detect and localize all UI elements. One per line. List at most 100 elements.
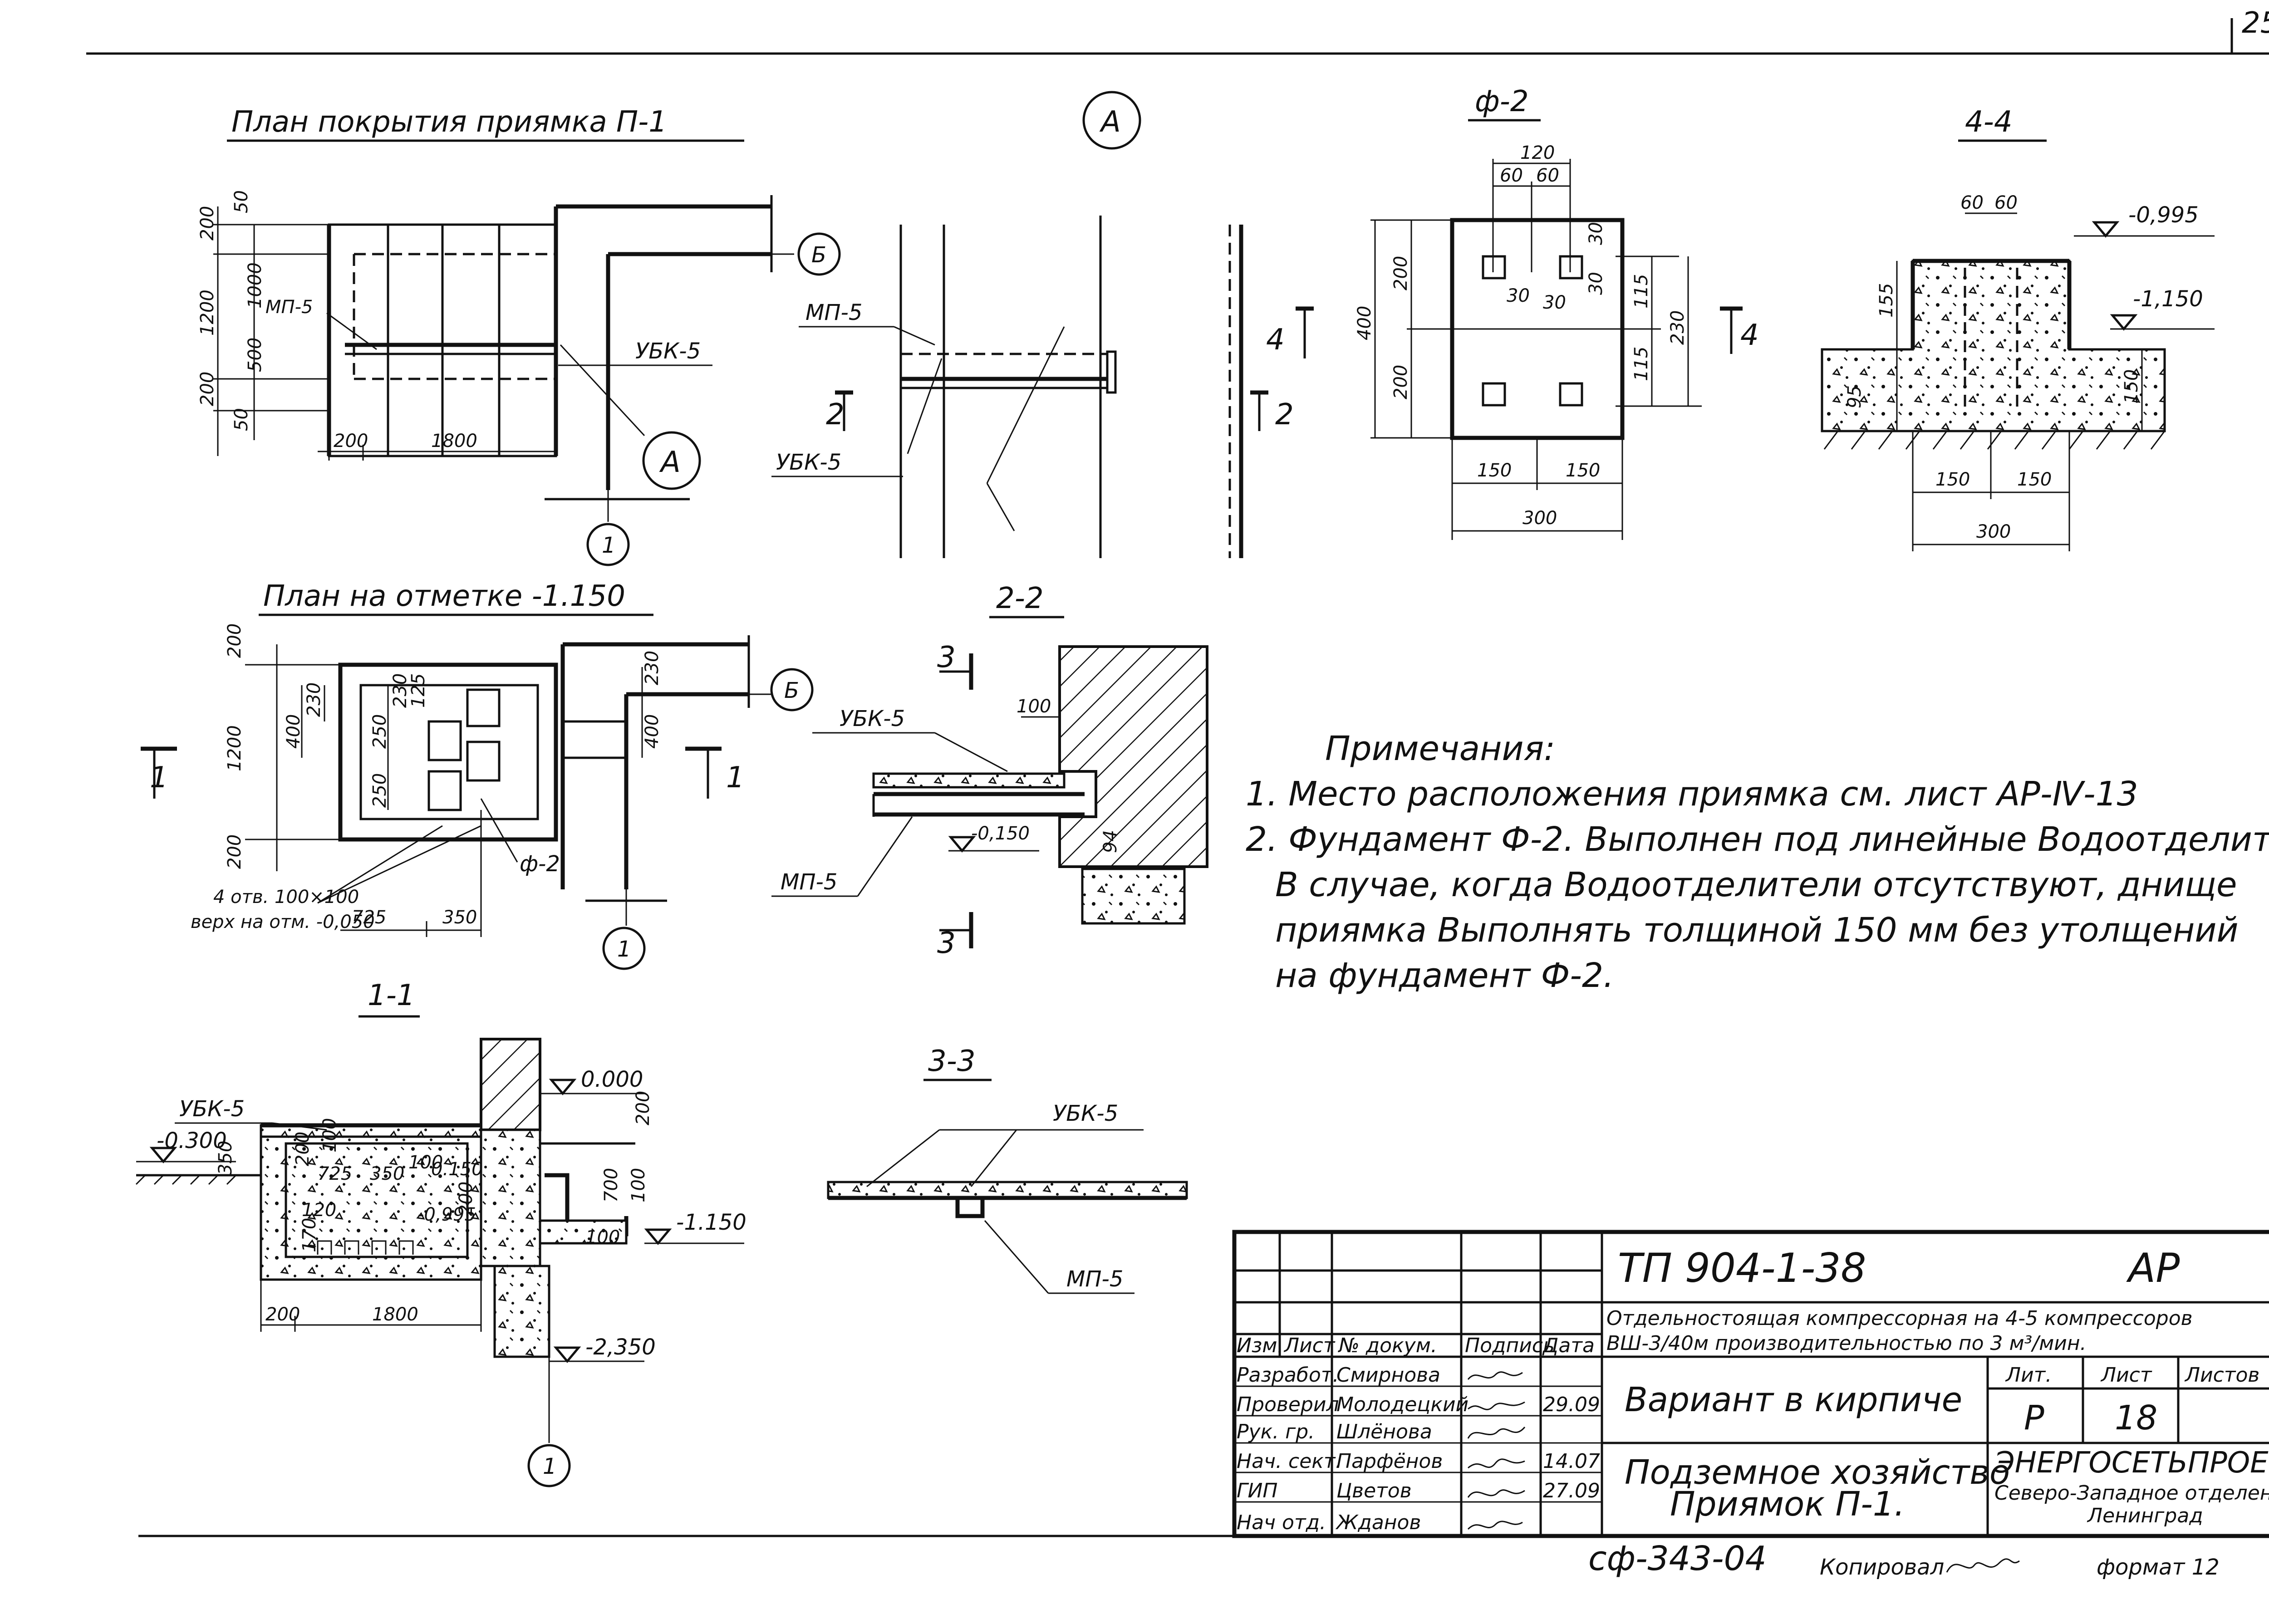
title-block: Изм. Лист № докум. Подпись Дата Разработ… [1232,1230,2269,1538]
footer-format: формат 12 [2097,1555,2220,1580]
stamp-name-4: Цветов [1336,1479,1412,1502]
f2-dim-115a: 115 [1631,274,1652,309]
sec44-dim-150a: 150 [1935,469,1970,490]
plan-1150-dim-250a: 250 [369,714,390,749]
notes-line-3: В случае, когда Водоотделители отсутству… [1275,865,2237,904]
stamp-col-sign: Подпись [1465,1334,1555,1357]
plan-roof-dim-200-top: 200 [197,206,218,240]
section-2-2-view: 2-2 УБК-5 МП-5 100 94 -0,150 3 3 [771,582,1208,960]
sec44-dim-155: 155 [1876,283,1897,318]
plan-1150-dim-725: 725 [352,907,386,928]
section-1-1-view: 1-1 УБК-5 -0.300 0.000 0.150 -0,995 -1.1… [135,979,747,1487]
sec11-dim-100c: 100 [628,1168,649,1202]
sec11-dim-700: 700 [601,1168,622,1202]
plan-1150-cut1-left: 1 [150,761,168,795]
stamp-role-5: Нач отд. [1237,1511,1326,1534]
detail-a-cut4: 4 [1266,323,1285,357]
plan-roof-dim-500: 500 [245,338,265,372]
stamp-date-3: 14.07 [1543,1450,1600,1473]
signature-5 [1467,1521,1523,1530]
stamp-list-value: 18 [2115,1398,2157,1438]
sec33-title: 3-3 [928,1045,976,1078]
sec11-elev-300: -0.300 [157,1128,227,1153]
stamp-role-2: Рук. гр. [1237,1420,1315,1443]
plan-1150-axis-b: Б [784,678,799,703]
sec11-dim-200d: 200 [265,1304,300,1325]
plan-roof-label-mp5: МП-5 [265,297,313,318]
sec44-elev-top: -0,995 [2128,202,2199,228]
sec33-label-mp5: МП-5 [1066,1266,1123,1292]
plan-1150-dim-1200: 1200 [224,725,245,771]
stamp-org-3: Ленинград [2087,1504,2203,1527]
stamp-lit-label: Лит. [2005,1364,2052,1387]
sec11-elev-2350: -2,350 [585,1335,656,1360]
notes-line-1: 1. Место расположения приямка см. лист А… [1246,775,2138,814]
plan-roof-dim-1000: 1000 [245,262,265,309]
sec11-title: 1-1 [368,979,415,1012]
plan-roof-dim-200-bot: 200 [197,372,218,406]
sec11-elev-1150: -1.150 [676,1210,747,1235]
plan-1150-dim-230b: 230 [390,673,411,708]
plan-roof-dim-200-h: 200 [334,431,368,451]
sec11-dim-200b: 200 [633,1091,653,1125]
notes-line-4: приямка Выполнять толщиной 150 мм без ут… [1275,911,2239,950]
stamp-sheet-title-2: Приямок П-1. [1670,1485,1905,1524]
sec22-dim-100: 100 [1017,696,1051,717]
f2-title: ф-2 [1475,85,1529,118]
sec11-label-ubk5: УБК-5 [179,1096,245,1122]
stamp-date-1: 29.09 [1543,1393,1600,1416]
sec11-dim-120: 120 [302,1200,336,1221]
sec22-title: 2-2 [996,582,1044,615]
plan-roof-dim-50-bot: 50 [231,408,252,431]
sec11-dim-725: 725 [318,1163,352,1184]
f2-dim-200b: 200 [1390,365,1411,399]
detail-a-label-ubk5: УБК-5 [776,450,841,475]
f2-dim-30d: 30 [1586,272,1606,295]
sec11-dim-350: 350 [215,1141,236,1175]
detail-a-view: A МП-5 УБК-5 4 2 2 [771,91,1314,558]
sec11-dim-100a: 100 [319,1118,340,1153]
notes-line-2: 2. Фундамент Ф-2. Выполнен под линейные … [1246,820,2269,859]
plan-1150-view: План на отметке -1.150 Б 1 1 1 200 1200 … [141,579,814,970]
sec11-elev-995: -0,995 [417,1204,476,1225]
stamp-description-1: Отдельностоящая компрессорная на 4-5 ком… [1606,1307,2193,1330]
signature-4 [1467,1489,1525,1498]
sec44-dim-150b: 150 [2017,469,2052,490]
stamp-role-0: Разработ. [1237,1364,1339,1387]
plan-1150-dim-400r: 400 [642,714,663,749]
plan-roof-dim-50-top: 50 [231,190,252,213]
plan-1150-label-f2: ф-2 [520,851,560,877]
f2-dim-150a: 150 [1477,460,1512,481]
plan-1150-title: План на отметке -1.150 [263,579,625,613]
plan-1150-note-holes-2: верх на отм. -0,050 [191,912,375,932]
plan-roof-axis-b: Б [811,242,826,268]
footer-copied: Копировал [1820,1555,1944,1580]
sec44-dim-60b: 60 [1994,192,2018,213]
stamp-org-1: ЭНЕРГОСЕТЬПРОЕКТ [1994,1446,2269,1480]
plan-1150-dim-200b: 200 [224,834,245,869]
stamp-col-list: Лист [1283,1334,1336,1357]
section-4-4-view: 4-4 60 60 155 95 150 150 150 300 -0,995 … [1821,105,2215,551]
stamp-col-date: Дата [1542,1334,1595,1357]
signature-0 [1467,1371,1523,1380]
stamp-name-2: Шлёнова [1336,1420,1432,1443]
footer: сф-343-04 Копировал формат 12 [1588,1539,2220,1580]
section-3-3-view: 3-3 УБК-5 МП-5 [827,1045,1188,1294]
plan-1150-dim-250b: 250 [369,773,390,808]
stamp-role-3: Нач. сект. [1237,1450,1341,1473]
f2-dim-60a: 60 [1500,165,1523,186]
f2-dim-30b: 30 [1543,292,1566,313]
stamp-role-4: ГИП [1237,1479,1278,1502]
stamp-project: ТП 904-1-38 [1618,1245,1866,1291]
sec22-cut3-top: 3 [937,641,956,674]
sec11-dim-200c: 200 [456,1182,476,1216]
f2-dim-230: 230 [1667,310,1688,345]
plan-roof-label-ubk5: УБК-5 [635,339,701,364]
stamp-name-0: Смирнова [1336,1364,1440,1387]
f2-dim-150b: 150 [1566,460,1600,481]
sec11-dim-350b: 350 [370,1163,404,1184]
stamp-listov-label: Листов [2184,1364,2259,1387]
sec33-label-ubk5: УБК-5 [1053,1101,1118,1126]
stamp-sheet-title-1: Подземное хозяйство [1625,1453,2010,1492]
